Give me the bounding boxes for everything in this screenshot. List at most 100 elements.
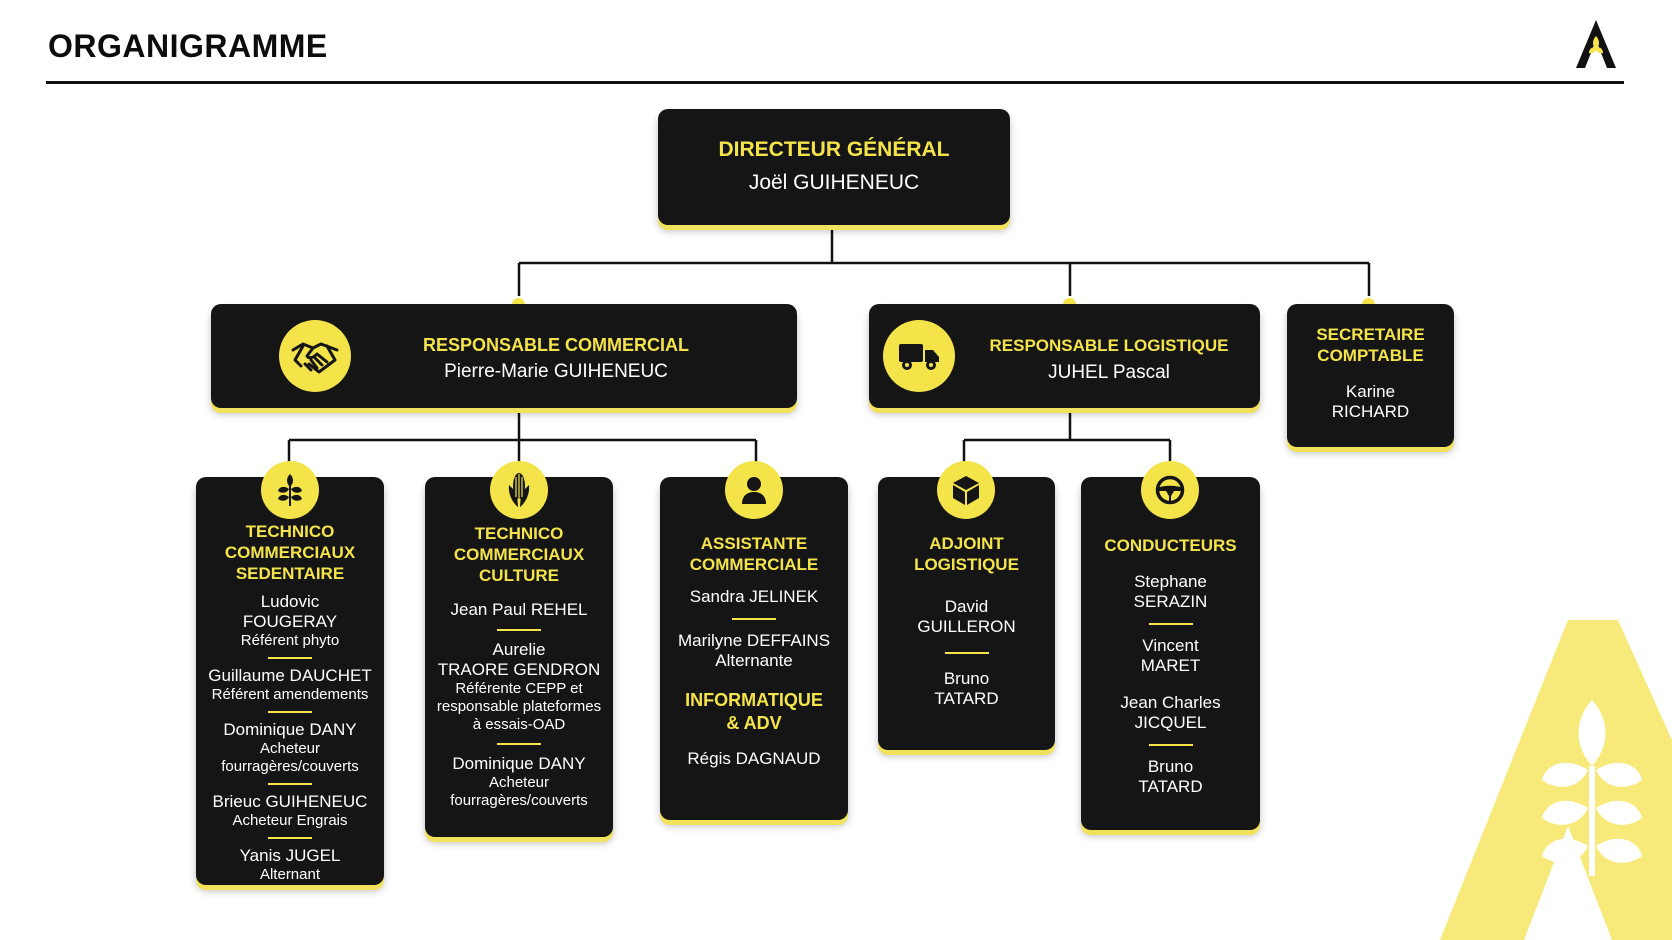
secretaire-name-line2: RICHARD bbox=[1331, 402, 1410, 421]
person-name: Brieuc GUIHENEUC bbox=[212, 792, 368, 811]
watermark-logo-icon bbox=[1440, 620, 1672, 940]
commercial-role: RESPONSABLE COMMERCIAL bbox=[422, 335, 689, 355]
director-card: DIRECTEUR GÉNÉRAL Joël GUIHENEUC bbox=[658, 109, 1010, 225]
separator bbox=[1148, 744, 1193, 746]
culture-role-3: CULTURE bbox=[479, 566, 559, 585]
person-name: Dominique DANY bbox=[223, 720, 357, 739]
person-detail: Référente CEPP et bbox=[455, 680, 583, 697]
person-detail: Alternante bbox=[715, 651, 793, 670]
list-item: Sandra JELINEK bbox=[660, 587, 848, 607]
sedentaire-role-2: COMMERCIAUX bbox=[224, 543, 356, 562]
list-item: Jean Charles JICQUEL bbox=[1081, 693, 1260, 733]
person-name: Stephane bbox=[1134, 572, 1207, 591]
list-item: Dominique DANY Acheteur fourragères/couv… bbox=[196, 720, 384, 776]
list-item: Yanis JUGEL Alternant bbox=[196, 846, 384, 884]
person-detail: Alternant bbox=[259, 866, 321, 883]
separator bbox=[944, 652, 989, 654]
secretaire-card: SECRETAIRE COMPTABLE Karine RICHARD bbox=[1287, 304, 1454, 447]
culture-card: TECHNICO COMMERCIAUX CULTURE Jean Paul R… bbox=[425, 461, 613, 837]
person-name: Jean Paul REHEL bbox=[450, 600, 588, 619]
wheat-icon bbox=[261, 461, 319, 519]
list-item: Vincent MARET bbox=[1081, 636, 1260, 676]
separator bbox=[497, 743, 541, 745]
person-name: Jean Charles bbox=[1120, 693, 1221, 712]
list-item: Jean Paul REHEL bbox=[425, 600, 613, 620]
person-detail: responsable plateformes bbox=[436, 698, 602, 715]
person-name: FOUGERAY bbox=[242, 612, 338, 631]
page-title: ORGANIGRAMME bbox=[48, 28, 328, 64]
assistante-card: ASSISTANTE COMMERCIALE Sandra JELINEK Ma… bbox=[660, 461, 848, 820]
person-name: SERAZIN bbox=[1133, 592, 1208, 611]
separator bbox=[268, 837, 312, 839]
commercial-card: RESPONSABLE COMMERCIAL Pierre-Marie GUIH… bbox=[211, 304, 797, 408]
list-item: Brieuc GUIHENEUC Acheteur Engrais bbox=[196, 792, 384, 830]
conducteurs-role: CONDUCTEURS bbox=[1104, 536, 1237, 555]
corn-icon bbox=[490, 461, 548, 519]
person-icon bbox=[725, 461, 783, 519]
person-name: Sandra JELINEK bbox=[689, 587, 819, 606]
person-name: GUILLERON bbox=[917, 617, 1016, 636]
handshake-icon bbox=[279, 320, 351, 392]
person-name: Aurelie bbox=[492, 640, 546, 659]
sedentaire-role-3: SEDENTAIRE bbox=[235, 564, 345, 583]
informatique-role-1: INFORMATIQUE bbox=[685, 690, 823, 710]
list-item: Marilyne DEFFAINS Alternante bbox=[660, 631, 848, 671]
person-name: Dominique DANY bbox=[452, 754, 586, 773]
person-detail: fourragères/couverts bbox=[450, 792, 588, 809]
person-name: Guillaume DAUCHET bbox=[208, 666, 372, 685]
person-detail: Acheteur bbox=[488, 774, 550, 791]
sedentaire-card: TECHNICO COMMERCIAUX SEDENTAIRE Ludovic … bbox=[196, 461, 384, 885]
person-name: Yanis JUGEL bbox=[239, 846, 341, 865]
secretaire-role-line2: COMPTABLE bbox=[1317, 346, 1424, 365]
list-item: Guillaume DAUCHET Référent amendements bbox=[196, 666, 384, 704]
director-name: Joël GUIHENEUC bbox=[748, 171, 920, 194]
person-detail: à essais-OAD bbox=[472, 716, 566, 733]
person-detail: Acheteur bbox=[259, 740, 321, 757]
person-name: Marilyne DEFFAINS bbox=[677, 631, 831, 650]
list-item: Bruno TATARD bbox=[1081, 757, 1260, 797]
person-name: Bruno bbox=[943, 669, 990, 688]
logistique-role: RESPONSABLE LOGISTIQUE bbox=[989, 336, 1229, 355]
title-divider bbox=[46, 81, 1624, 84]
person-detail: Référent phyto bbox=[240, 632, 340, 649]
person-name: JICQUEL bbox=[1134, 713, 1207, 732]
person-detail: fourragères/couverts bbox=[221, 758, 359, 775]
person-name: TRAORE GENDRON bbox=[437, 660, 601, 679]
company-logo-icon bbox=[1576, 20, 1616, 68]
adjoint-role-2: LOGISTIQUE bbox=[914, 555, 1019, 574]
director-role: DIRECTEUR GÉNÉRAL bbox=[718, 138, 950, 161]
person-name: Régis DAGNAUD bbox=[687, 749, 821, 768]
separator bbox=[268, 657, 312, 659]
person-name: TATARD bbox=[934, 689, 999, 708]
list-item: Stephane SERAZIN bbox=[1081, 572, 1260, 612]
assistante-role-1: ASSISTANTE bbox=[700, 534, 808, 553]
secretaire-role-line1: SECRETAIRE bbox=[1316, 325, 1425, 344]
adjoint-role-1: ADJOINT bbox=[929, 534, 1004, 553]
person-name: MARET bbox=[1140, 656, 1201, 675]
culture-role-1: TECHNICO bbox=[474, 524, 564, 543]
truck-icon bbox=[883, 320, 955, 392]
separator bbox=[497, 629, 541, 631]
secretaire-name-line1: Karine bbox=[1345, 382, 1396, 401]
list-item: Dominique DANY Acheteur fourragères/couv… bbox=[425, 754, 613, 810]
sedentaire-role-1: TECHNICO bbox=[245, 522, 335, 541]
informatique-role-2: & ADV bbox=[726, 713, 782, 733]
list-item: Ludovic FOUGERAY Référent phyto bbox=[196, 592, 384, 650]
person-name: TATARD bbox=[1138, 777, 1203, 796]
list-item: Bruno TATARD bbox=[878, 669, 1055, 709]
adjoint-card: ADJOINT LOGISTIQUE David GUILLERON Bruno… bbox=[878, 461, 1055, 750]
person-name: Ludovic bbox=[260, 592, 320, 611]
assistante-role-2: COMMERCIALE bbox=[689, 555, 819, 574]
logistique-card: RESPONSABLE LOGISTIQUE JUHEL Pascal bbox=[869, 304, 1260, 408]
person-name: Vincent bbox=[1142, 636, 1199, 655]
conducteurs-card: CONDUCTEURS Stephane SERAZIN Vincent MAR… bbox=[1081, 461, 1260, 830]
separator bbox=[732, 618, 776, 620]
separator bbox=[1148, 623, 1193, 625]
list-item: Aurelie TRAORE GENDRON Référente CEPP et… bbox=[425, 640, 613, 734]
list-item: David GUILLERON bbox=[878, 597, 1055, 637]
box-icon bbox=[937, 461, 995, 519]
separator bbox=[268, 711, 312, 713]
person-detail: Référent amendements bbox=[211, 686, 369, 703]
steering-wheel-icon bbox=[1141, 461, 1199, 519]
